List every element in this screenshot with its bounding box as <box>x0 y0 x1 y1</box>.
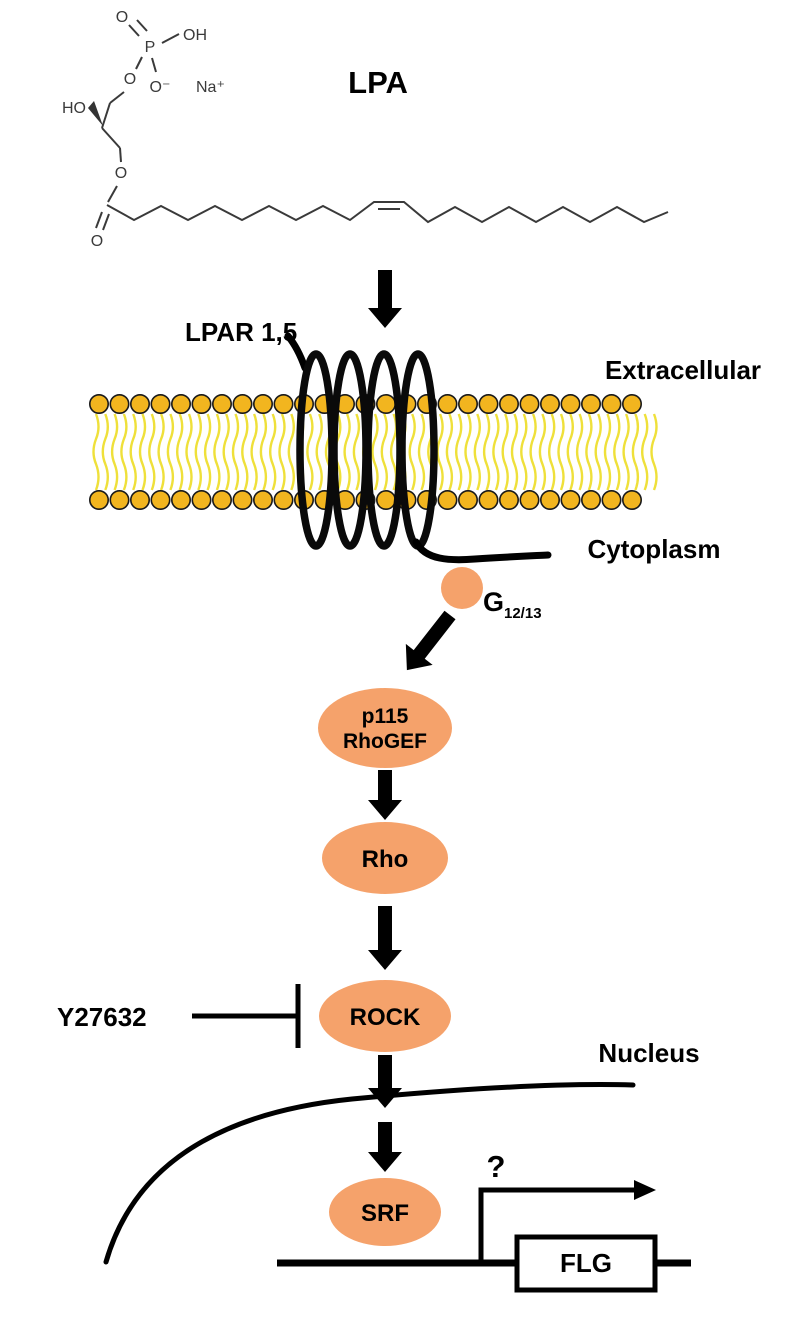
c3-o-bond <box>119 147 122 163</box>
rho-label: Rho <box>362 846 409 873</box>
membrane <box>89 393 658 510</box>
node-srf: SRF <box>329 1178 441 1246</box>
p-oh-bond <box>161 33 180 44</box>
srf-label: SRF <box>361 1200 409 1227</box>
arrow-rho-to-rock <box>368 906 402 970</box>
node-rock: ROCK <box>319 980 451 1052</box>
transcription-arrowhead <box>634 1180 656 1200</box>
carbonyl-double-bond <box>95 211 110 231</box>
receptor-helix-2 <box>330 350 370 550</box>
receptor-c-tail <box>412 538 552 564</box>
atom-p: P <box>145 39 156 56</box>
cytoplasm-label: Cytoplasm <box>588 534 721 564</box>
atom-o-top: O <box>116 9 128 26</box>
flg-gene-box <box>514 1234 658 1293</box>
atom-o-minus: O⁻ <box>150 79 171 96</box>
gene-diagram: ? FLG <box>277 1149 691 1293</box>
arrow-p115-to-rho <box>368 770 402 820</box>
p115-label-line1: p115 <box>362 705 409 728</box>
membrane-heads-top <box>89 393 642 414</box>
membrane-tails <box>92 413 658 491</box>
node-p115-rhogef: p115 RhoGEF <box>318 688 452 768</box>
arrow-lpa-to-receptor <box>368 270 402 328</box>
c1-c2-bond <box>101 102 111 129</box>
question-mark: ? <box>487 1149 506 1184</box>
lpa-structure: O P OH O O⁻ Na⁺ HO O O <box>62 9 669 250</box>
nuclear-envelope <box>103 1082 636 1265</box>
g-protein-circle <box>441 567 483 609</box>
atom-oh: OH <box>183 27 207 44</box>
inhibitor-y27632: Y27632 <box>57 984 301 1048</box>
rho-ellipse <box>322 822 448 894</box>
lpar-receptor <box>284 332 552 564</box>
receptor-n-terminus <box>284 332 309 372</box>
g-protein: G 12/13 <box>441 567 542 622</box>
lpa-title: LPA <box>348 65 408 100</box>
g-protein-subscript: 12/13 <box>504 605 542 622</box>
o-carbonyl-bond <box>107 185 118 203</box>
receptor-label: LPAR 1,5 <box>185 317 297 347</box>
p-ominus-bond <box>151 57 157 73</box>
atom-na-plus: Na⁺ <box>196 79 225 96</box>
atom-o-ester: O <box>115 165 127 182</box>
arrow-g-to-p115 <box>405 610 456 671</box>
node-rho: Rho <box>322 822 448 894</box>
rock-ellipse <box>319 980 451 1052</box>
extracellular-label: Extracellular <box>605 355 761 385</box>
p115-label-line2: RhoGEF <box>343 730 427 753</box>
transcription-arrow-line <box>478 1187 637 1266</box>
g-protein-symbol: G <box>483 587 504 617</box>
arrow-to-srf <box>368 1122 402 1172</box>
atom-o-carbonyl: O <box>91 233 103 250</box>
phosphate-double-bond <box>128 19 148 37</box>
inhibitor-label: Y27632 <box>57 1002 147 1032</box>
acyl-chain <box>106 201 669 224</box>
o-c1-bond <box>109 91 125 104</box>
stereo-wedge-bond <box>88 101 103 126</box>
p115-ellipse <box>318 688 452 768</box>
c2-c3-bond <box>101 127 121 149</box>
p-olink-bond <box>135 56 143 70</box>
atom-ho: HO <box>62 100 86 117</box>
rock-label: ROCK <box>350 1004 421 1031</box>
arrow-rock-to-nucleus <box>368 1055 402 1108</box>
nucleus-label: Nucleus <box>598 1038 699 1068</box>
srf-ellipse <box>329 1178 441 1246</box>
atom-o-link: O <box>124 71 136 88</box>
flg-gene-label: FLG <box>560 1248 612 1278</box>
